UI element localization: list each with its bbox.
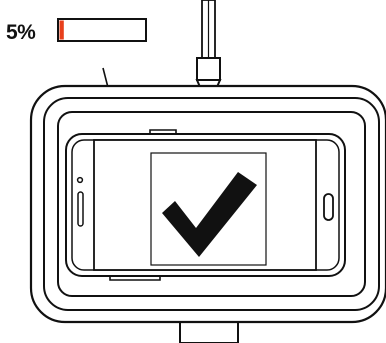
battery-indicator [58,19,146,41]
home-button [324,194,333,220]
speaker-grille [78,192,83,226]
battery-outline [58,19,146,41]
front-camera-icon [78,178,83,183]
power-cable [197,0,220,94]
checkmark-icon [151,153,266,265]
battery-fill [60,21,64,40]
